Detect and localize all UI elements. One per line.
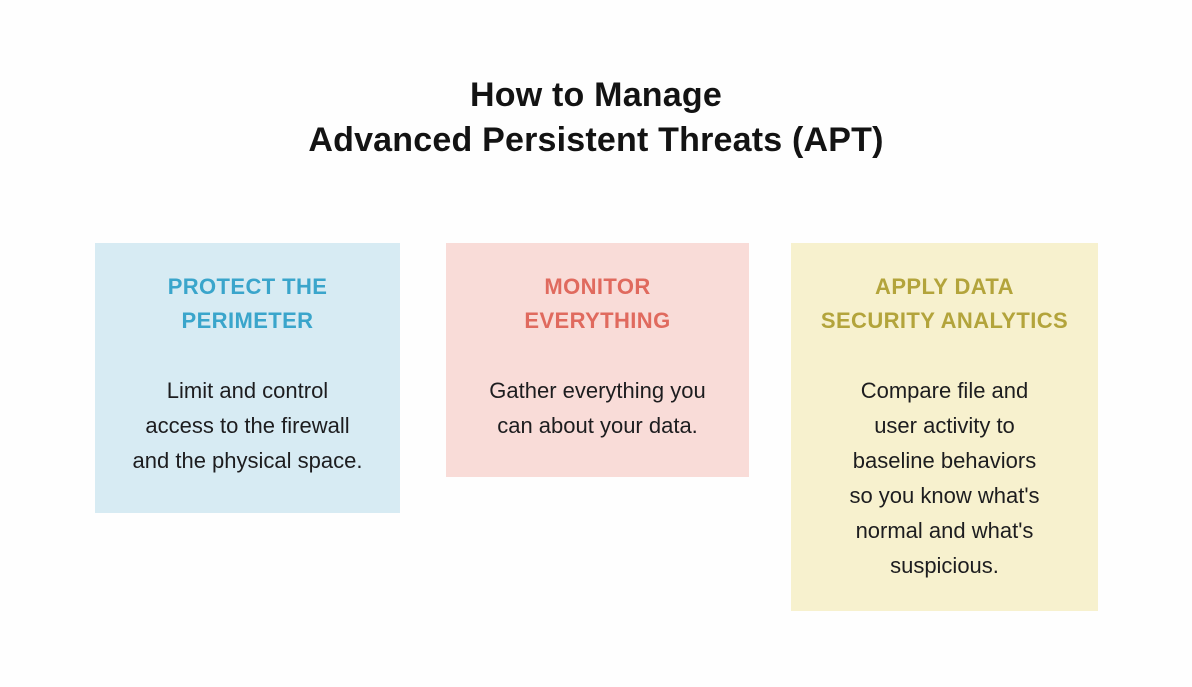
card-heading-protect-the-perimeter: PROTECT THE PERIMETER bbox=[105, 270, 390, 338]
card-apply-data-security-analytics: APPLY DATA SECURITY ANALYTICS Compare fi… bbox=[791, 243, 1098, 611]
card-monitor-everything: MONITOR EVERYTHING Gather everything you… bbox=[446, 243, 749, 477]
card-heading-line: PROTECT THE bbox=[167, 274, 328, 299]
card-body-apply-data-security-analytics: Compare file and user activity to baseli… bbox=[801, 373, 1088, 583]
card-body-protect-the-perimeter: Limit and control access to the firewall… bbox=[105, 373, 390, 478]
card-heading-monitor-everything: MONITOR EVERYTHING bbox=[456, 270, 739, 338]
page-title-line-2: Advanced Persistent Threats (APT) bbox=[308, 121, 884, 159]
card-body-line: normal and what's bbox=[855, 518, 1034, 543]
card-heading-apply-data-security-analytics: APPLY DATA SECURITY ANALYTICS bbox=[801, 270, 1088, 338]
card-body-line: can about your data. bbox=[497, 413, 698, 438]
page-title-line-1: How to Manage bbox=[470, 76, 722, 114]
card-body-line: Limit and control bbox=[166, 378, 329, 403]
card-body-line: access to the firewall bbox=[145, 413, 350, 438]
card-heading-line: APPLY DATA bbox=[875, 274, 1014, 299]
card-body-monitor-everything: Gather everything you can about your dat… bbox=[456, 373, 739, 443]
card-body-line: and the physical space. bbox=[132, 448, 363, 473]
card-heading-line: MONITOR bbox=[544, 274, 651, 299]
card-body-line: Compare file and bbox=[860, 378, 1029, 403]
card-protect-the-perimeter: PROTECT THE PERIMETER Limit and control … bbox=[95, 243, 400, 513]
card-body-line: suspicious. bbox=[890, 553, 999, 578]
card-body-line: user activity to bbox=[874, 413, 1015, 438]
card-heading-line: EVERYTHING bbox=[524, 308, 671, 333]
card-body-line: so you know what's bbox=[849, 483, 1040, 508]
page-title: How to Manage Advanced Persistent Threat… bbox=[0, 73, 1192, 163]
card-body-line: baseline behaviors bbox=[852, 448, 1037, 473]
card-heading-line: PERIMETER bbox=[181, 308, 314, 333]
card-body-line: Gather everything you bbox=[489, 378, 706, 403]
card-heading-line: SECURITY ANALYTICS bbox=[820, 308, 1069, 333]
